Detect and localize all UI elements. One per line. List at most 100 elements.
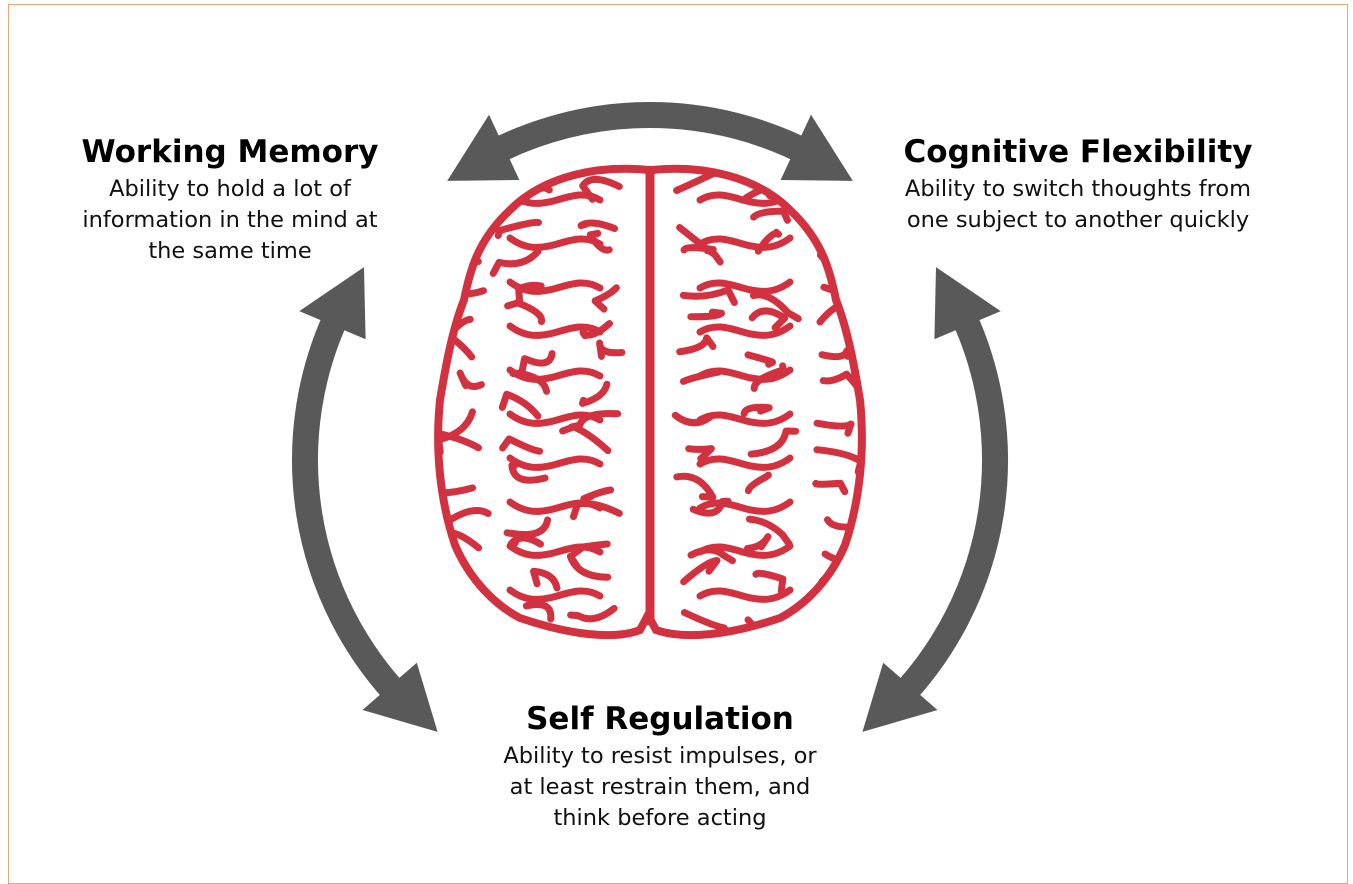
brain-fold [685,445,715,463]
brain-fold [506,586,604,603]
brain-fold [696,278,794,295]
brain-fold [748,307,789,332]
brain-fold [503,516,552,539]
brain-fold [696,190,794,207]
brain-fold [744,471,772,495]
brain-fold [504,299,546,326]
node-cognitive-flexibility: Cognitive Flexibility Ability to switch … [868,133,1288,236]
brain-fold [506,454,604,471]
brain-fold [745,515,793,548]
brain-fold [812,479,849,496]
brain-icon [434,164,866,640]
brain-fold [566,552,612,581]
brain-fold [506,366,604,383]
brain-fold [591,284,620,313]
brain-fold [696,410,794,427]
brain-fold [506,498,604,515]
brain-fold [680,609,728,636]
cognitive-flexibility-title: Cognitive Flexibility [903,134,1253,170]
brain-fold [740,403,773,418]
brain-fold [559,423,612,455]
brain-fold [518,350,556,376]
brain-fold [438,217,485,235]
brain-fold [438,580,481,609]
brain-fold [818,347,851,361]
brain-fold [506,322,604,339]
working-memory-desc-line: information in the mind at [82,207,378,233]
brain-fold [579,175,623,203]
brain-fold [696,234,794,251]
brain-fold [506,278,604,295]
working-memory-description: Ability to hold a lot of information in … [40,174,420,267]
arrow-sr-wm-shaft [292,303,412,709]
working-memory-title: Working Memory [81,134,379,170]
brain-fold [696,498,794,515]
brain-fold [438,484,477,501]
arrow-wm-cf-shaft [481,102,819,167]
brain-fold [696,322,794,339]
brain-fold [807,598,851,616]
cognitive-flexibility-desc-line: Ability to switch thoughts from [904,176,1252,202]
brain-fold [696,586,794,603]
self-regulation-title: Self Regulation [526,701,794,737]
arrow-cf-sr-head-end [862,662,938,732]
cognitive-flexibility-desc-line: one subject to another quickly [906,207,1250,233]
brain-fold [749,291,802,323]
brain-fold [522,599,555,623]
brain-fold [676,334,717,356]
node-working-memory: Working Memory Ability to hold a lot of … [40,133,420,267]
working-memory-desc-line: Ability to hold a lot of [109,176,351,202]
brain-fold [506,190,604,207]
brain-fold [813,446,862,476]
brain-fold [442,179,483,199]
self-regulation-desc-line: think before acting [553,805,767,831]
brain-fold [744,533,772,552]
arrow-sr-wm-head-start [362,662,438,732]
self-regulation-desc-line: at least restrain them, and [509,774,811,800]
brain-fold [819,370,861,390]
brain-fold [750,207,791,224]
brain-fold [580,486,615,503]
brain-fold [506,234,604,251]
brain-fold [438,430,482,452]
brain-fold [596,339,626,360]
brain-fold [812,222,842,244]
node-self-regulation: Self Regulation Ability to resist impuls… [470,700,850,834]
arrow-cf-sr-shaft [888,303,1008,709]
brain-fold [824,516,862,531]
brain-fold [747,427,800,458]
brain-fold [813,419,855,437]
brain-fold [577,219,619,232]
brain-fold [508,461,549,484]
working-memory-desc-line: the same time [148,238,312,264]
brain-fold [489,247,542,277]
brain-fold [530,567,561,592]
arrow-wm-cf-head-start [447,114,520,181]
brain-fold [680,557,721,586]
brain-fold [744,351,776,368]
brain-fold [679,286,738,306]
brain-fold [498,390,542,420]
brain-fold [687,308,725,321]
brain-fold [441,583,481,615]
brain-fold [438,326,476,361]
brain-fold [673,472,717,501]
brain-fold [814,185,842,208]
self-regulation-description: Ability to resist impulses, or at least … [470,741,850,834]
arrow-cf-sr-head-start [934,267,1001,340]
brain-fold [506,542,604,559]
arrow-wm-cf-head-end [780,114,853,181]
brain-fold [680,244,717,255]
brain-fold [506,410,604,427]
brain-fold [579,380,611,407]
brain-fold [696,454,794,471]
brain-fold [752,569,787,595]
arrow-sr-wm-head-end [299,267,366,340]
arrows-group [292,102,1008,732]
brain-fold [579,320,613,340]
brain-fold [696,366,794,383]
brain-fold [499,435,544,455]
brain-fold [494,218,542,239]
brain-fold [456,369,485,390]
brain-fold [744,616,783,636]
